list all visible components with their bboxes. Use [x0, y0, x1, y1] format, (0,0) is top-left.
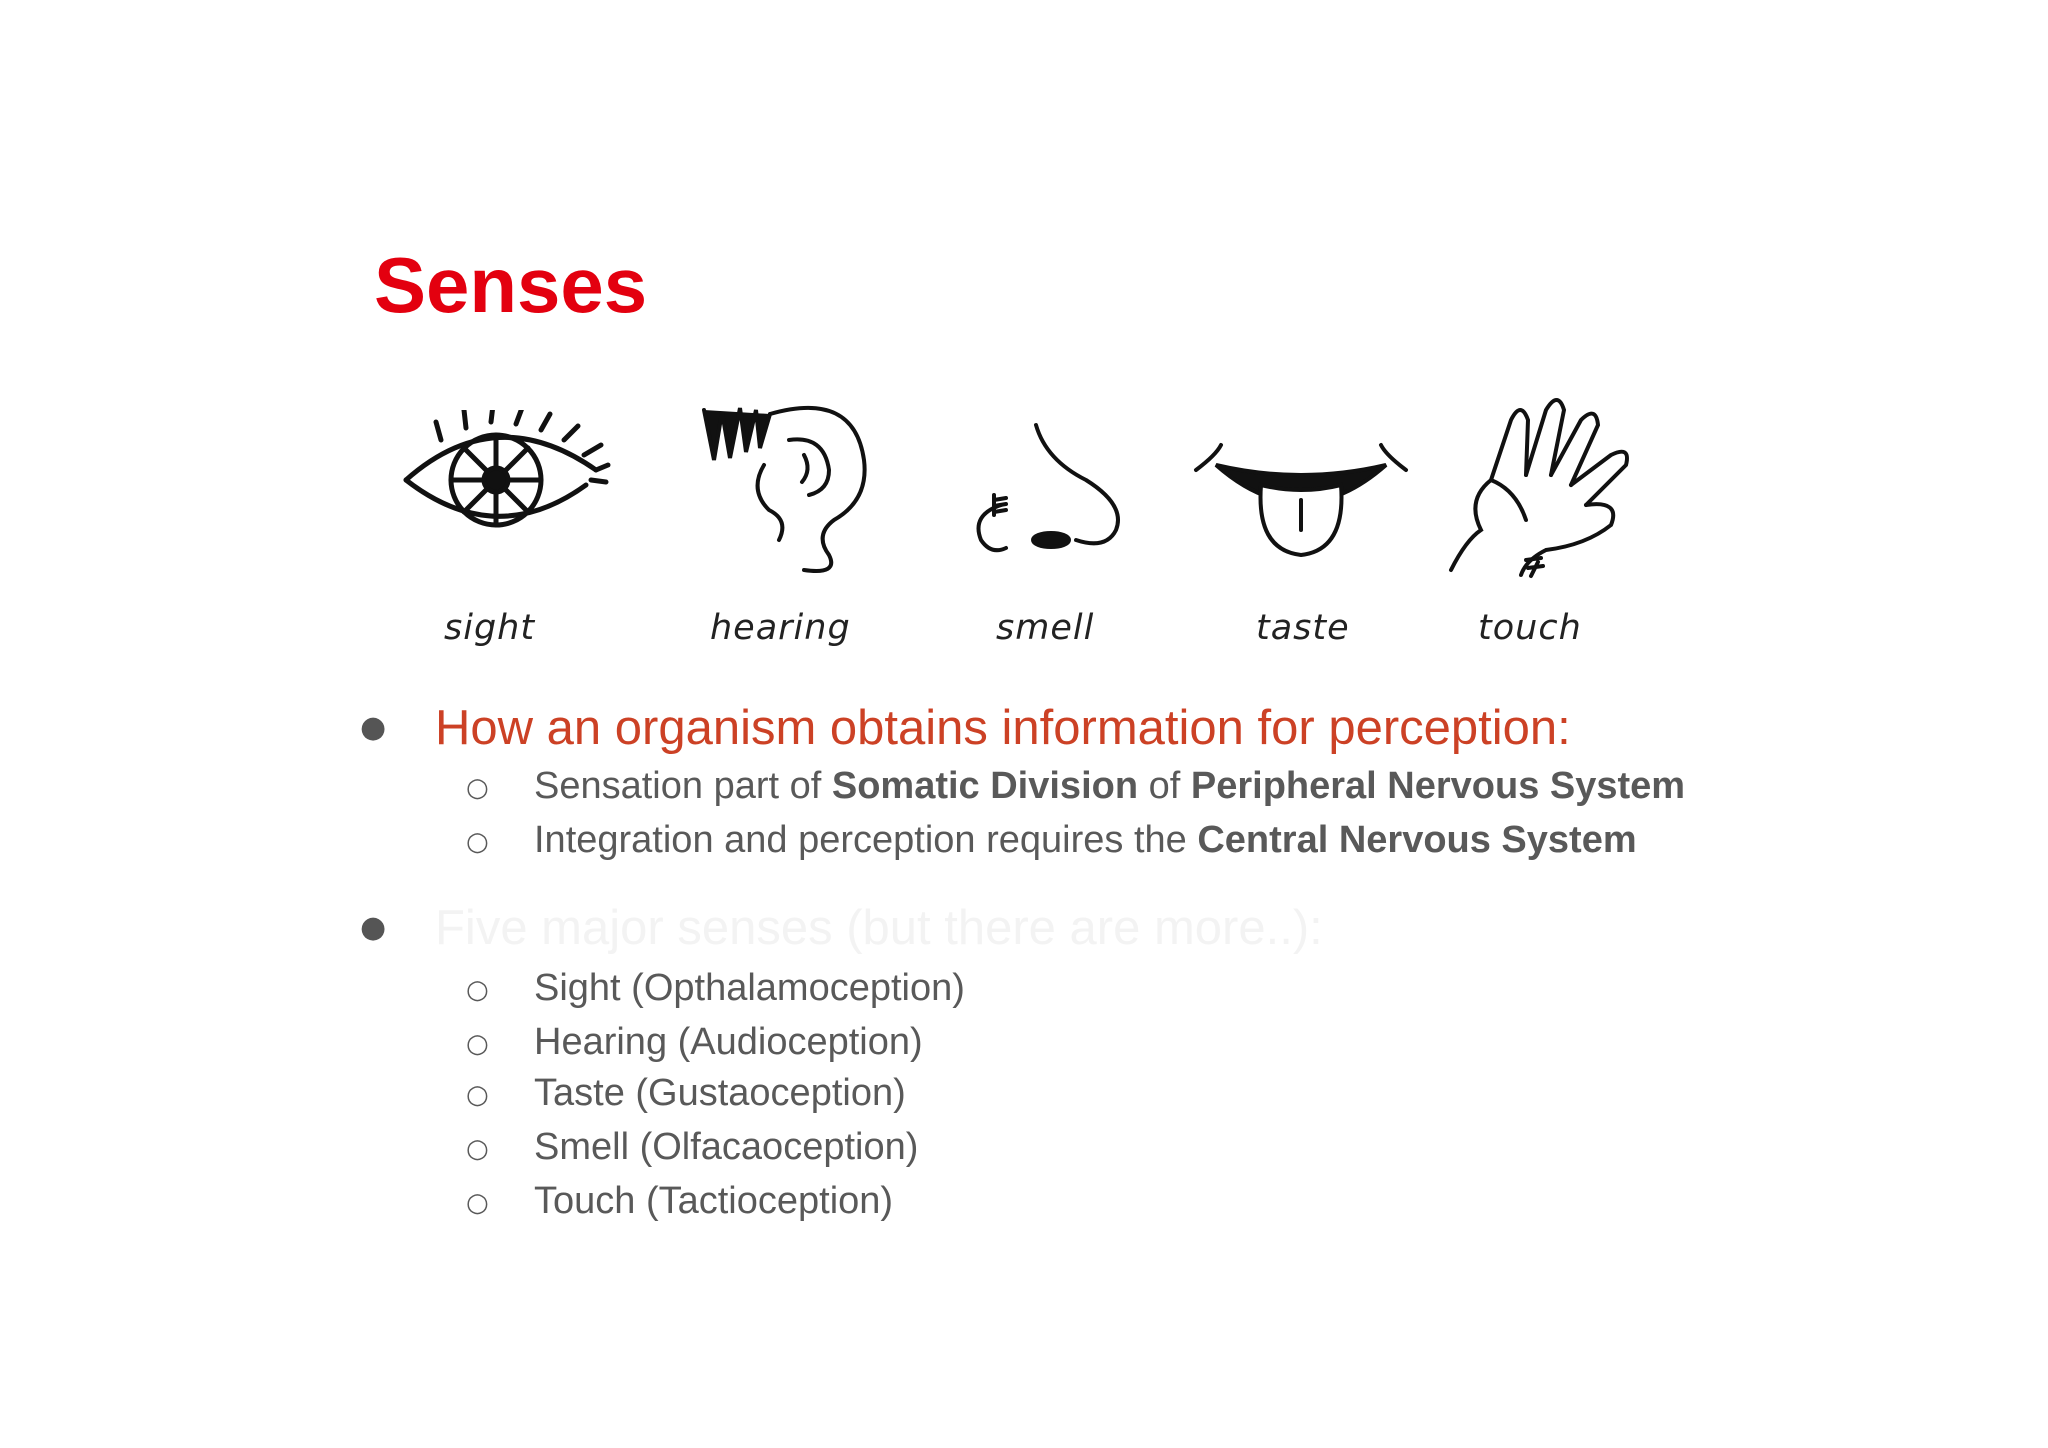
sub-item: Smell (Olfacaoception) [534, 1126, 919, 1168]
bullet-dot: ● [360, 910, 387, 945]
sub-item: Sight (Opthalamoception) [534, 967, 965, 1009]
hand-icon [1449, 398, 1629, 578]
nose-icon [976, 423, 1120, 553]
sense-label-smell: smell [996, 608, 1095, 648]
sense-label-taste: taste [1256, 608, 1350, 648]
sub-bullet-circle: ○ [466, 1134, 489, 1164]
ear-icon [702, 405, 867, 573]
sub-item: Sensation part of Somatic Division of Pe… [534, 765, 1686, 807]
slide-title: Senses [374, 241, 648, 329]
sub-bullet-circle: ○ [466, 773, 489, 803]
sub-item: Taste (Gustaoception) [534, 1072, 906, 1114]
mouth-icon [1194, 443, 1408, 558]
sub-bullet-circle: ○ [466, 1029, 489, 1059]
eye-icon [403, 410, 611, 528]
sub-bullet-circle: ○ [466, 1080, 489, 1110]
sub-bullet-circle: ○ [466, 827, 489, 857]
sense-label-touch: touch [1478, 608, 1582, 648]
sub-bullet-circle: ○ [466, 1188, 489, 1218]
sense-label-hearing: hearing [710, 608, 851, 648]
bullet-dot: ● [360, 710, 387, 745]
sub-item: Integration and perception requires the … [534, 819, 1637, 861]
sub-bullet-circle: ○ [466, 975, 489, 1005]
bullet-main-text: How an organism obtains information for … [435, 701, 1571, 755]
sense-label-sight: sight [444, 608, 536, 648]
bullet-main-text: Five major senses (but there are more..)… [435, 901, 1323, 955]
sub-item: Hearing (Audioception) [534, 1021, 923, 1063]
sub-item: Touch (Tactioception) [534, 1180, 894, 1222]
senses-illustration: sight hearing smell taste touch [376, 380, 1676, 660]
